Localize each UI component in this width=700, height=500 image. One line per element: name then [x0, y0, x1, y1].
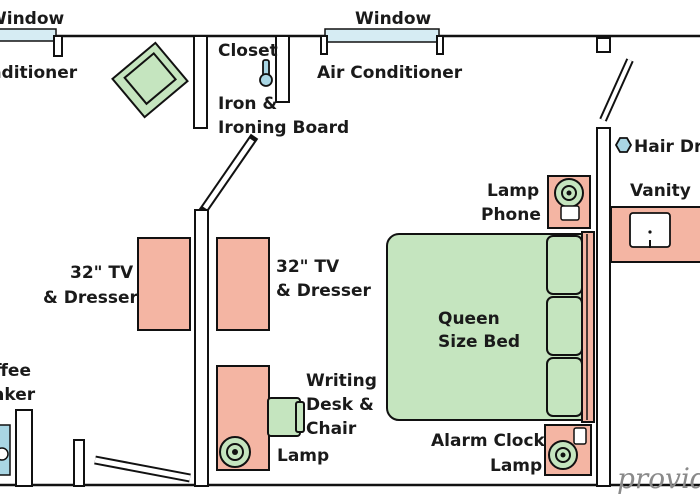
label-tv-right-2: & Dresser — [276, 281, 372, 301]
label-tv-right-1: 32" TV — [276, 257, 340, 277]
label-alarm-1: Alarm Clock — [431, 431, 546, 451]
label-lamp-top: Lamp — [487, 181, 539, 201]
watermark-text: provided by — [617, 462, 700, 495]
label-iron-2: Ironing Board — [218, 118, 349, 138]
tv-dresser-right — [216, 237, 270, 331]
nightstand-lamp-icon — [554, 178, 584, 208]
phone-icon — [560, 205, 580, 221]
closet-wall-right — [275, 35, 290, 103]
label-desk-3: Chair — [306, 419, 357, 439]
label-desk-2: Desk & — [306, 395, 374, 415]
label-coffee-2: Maker — [0, 385, 36, 405]
tv-dresser-left — [137, 237, 191, 331]
label-ac-left: Air Conditioner — [0, 63, 78, 83]
label-tv-left-2: & Dresser — [43, 288, 139, 308]
desk-lamp-icon — [219, 436, 251, 468]
alarm-lamp-icon — [548, 440, 578, 470]
pillow-1 — [546, 235, 583, 295]
window-left-sill — [53, 35, 63, 57]
label-window-top: Window — [355, 9, 432, 29]
label-vanity: Vanity — [630, 181, 691, 201]
wall-nub-right — [596, 37, 611, 53]
wall-stub-bottom-left — [73, 439, 85, 487]
queen-bed — [386, 231, 595, 423]
label-coffee-1: Coffee — [0, 361, 31, 381]
label-tv-left-1: 32" TV — [70, 263, 134, 283]
label-hair-dryer: Hair Dryer — [634, 137, 700, 157]
label-bed-1: Queen — [438, 309, 500, 329]
label-window-left: Window — [0, 9, 65, 29]
coffee-counter — [15, 409, 33, 487]
label-desk-1: Writing — [306, 371, 377, 391]
label-lamp-desk: Lamp — [277, 446, 329, 466]
label-closet: Closet — [218, 41, 278, 61]
alarm-clock-icon — [573, 427, 587, 445]
label-alarm-2: Lamp — [490, 456, 542, 476]
desk-chair — [267, 397, 305, 437]
armchair — [111, 41, 189, 119]
label-iron-1: Iron & — [218, 94, 277, 114]
iron-hook-icon — [259, 59, 273, 87]
closet-wall-left — [193, 35, 208, 129]
window-top-sill-right — [436, 35, 444, 55]
window-top — [324, 28, 440, 43]
label-phone: Phone — [481, 205, 541, 225]
window-left — [0, 28, 57, 42]
bath-partition-wall — [596, 127, 611, 487]
label-ac-top: Air Conditioner — [317, 63, 463, 83]
hair-dryer-icon — [614, 137, 633, 153]
pillow-3 — [546, 357, 583, 417]
label-bed-2: Size Bed — [438, 332, 520, 352]
pillow-2 — [546, 296, 583, 356]
partition-wall-center — [194, 209, 209, 487]
window-top-sill-left — [320, 35, 328, 55]
